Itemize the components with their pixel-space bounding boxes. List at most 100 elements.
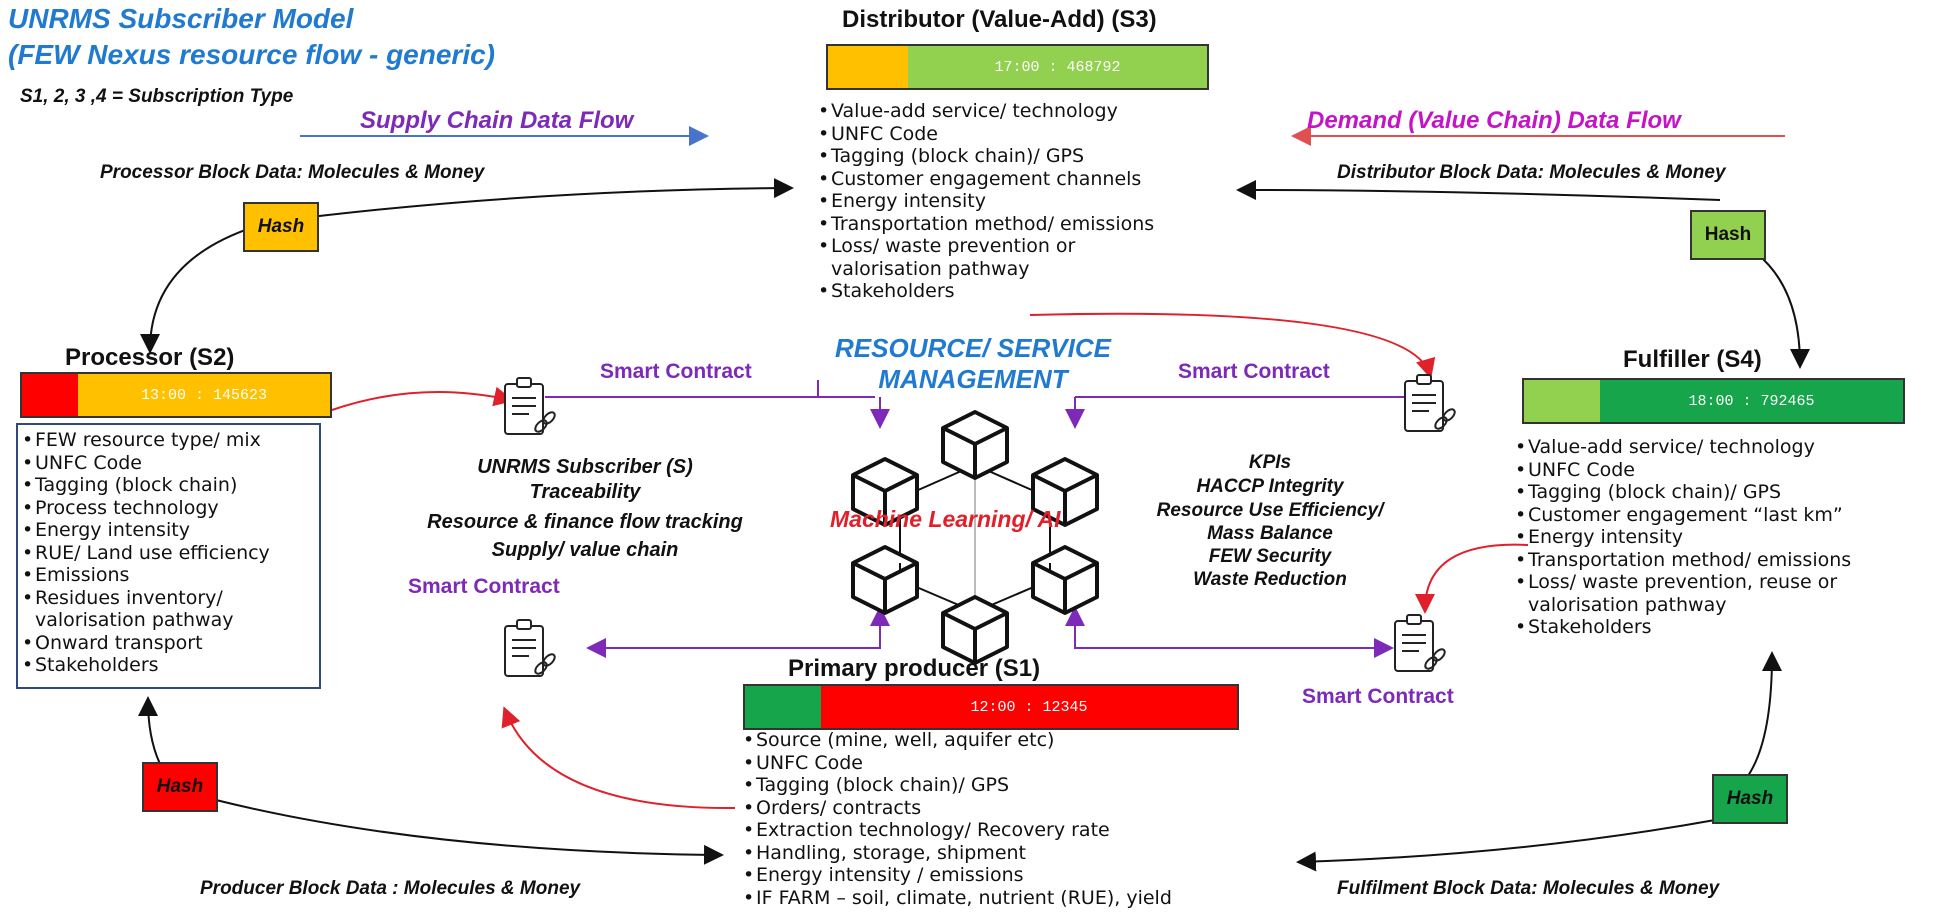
list-item: Energy intensity [1515,526,1851,549]
list-item: Handling, storage, shipment [743,842,1172,865]
fulfiller-status-bar: 18:00 : 792465 [1522,378,1905,424]
fulfilment-block-data: Fulfilment Block Data: Molecules & Money [1337,878,1720,899]
list-item: Stakeholders [22,654,315,677]
fulfiller-bar-value: 18:00 : 792465 [1600,380,1903,422]
distributor-attribute-list: Value-add service/ technology UNFC Code … [818,100,1154,303]
list-item: UNFC Code [1515,459,1851,482]
cube-bottom [941,595,1009,665]
list-item: UNFC Code [818,123,1154,146]
distributor-status-bar: 17:00 : 468792 [826,44,1209,90]
fulfiller-to-contract-red [1415,543,1529,614]
fulfilment-hash-tag: Hash [1712,774,1788,824]
distributor-bar-value: 17:00 : 468792 [908,46,1207,88]
center-title-line2: MANAGEMENT [878,364,1068,394]
sc-bottom-right-line [1074,638,1394,658]
smart-contract-icon-bottom-right [1394,614,1446,672]
sc-bottom-left-line [586,638,881,658]
list-item: Stakeholders [1515,616,1851,639]
kpis-title: KPIs [1248,452,1292,473]
fulfilment-block-curve [1296,819,1716,872]
producer-block-curve [177,789,724,865]
machine-learning-label: Machine Learning/ AI [830,506,1061,532]
list-item: Orders/ contracts [743,797,1172,820]
cube-lower-left [851,545,919,615]
subscriber-line: Supply/ value chain [491,539,679,561]
subscriber-title: UNRMS Subscriber (S) [477,456,693,478]
list-item: Transportation method/ emissions [818,213,1154,236]
distributor-block-data: Distributor Block Data: Molecules & Mone… [1337,162,1726,183]
list-item: Source (mine, well, aquifer etc) [743,729,1172,752]
subscriber-line: Resource & finance flow tracking [427,511,743,533]
list-item: Loss/ waste prevention or [818,235,1154,258]
fulfiller-header: Fulfiller (S4) [1623,346,1762,373]
list-item: Onward transport [22,632,315,655]
list-item: IF FARM – soil, climate, nutrient (RUE),… [743,887,1172,910]
cube-upper-right [1031,457,1099,527]
fulfilment-to-fulfiller-curve [1744,651,1782,781]
producer-attribute-list: Source (mine, well, aquifer etc) UNFC Co… [743,729,1172,909]
distributor-to-contract-red [1029,312,1436,379]
processor-block-data: Processor Block Data: Molecules & Money [100,162,485,183]
list-item: Customer engagement “last km” [1515,504,1851,527]
list-item: Stakeholders [818,280,1154,303]
distributor-block-curve [1236,180,1721,201]
list-item: Residues inventory/ [22,587,315,610]
center-title-line1: RESOURCE/ SERVICE [835,333,1111,363]
smart-contract-label-bottom-right: Smart Contract [1302,685,1454,708]
list-item: UNFC Code [743,752,1172,775]
list-item: Loss/ waste prevention, reuse or [1515,571,1851,594]
smart-contract-label-top-right: Smart Contract [1178,360,1330,383]
cube-lower-right [1031,545,1099,615]
kpi-item: HACCP Integrity [1196,476,1344,497]
processor-to-contract-red [331,386,514,411]
list-item-continuation: valorisation pathway [1528,593,1727,616]
fulfiller-bar-seg-a [1524,380,1600,422]
kpi-item: FEW Security [1208,546,1332,567]
blockchain-network-icon [899,464,1051,613]
demand-flow-label: Demand (Value Chain) Data Flow [1307,107,1681,134]
producer-status-bar: 12:00 : 12345 [743,684,1239,730]
fulfiller-attribute-list: Value-add service/ technology UNFC Code … [1515,436,1851,639]
diagram-title-line2: (FEW Nexus resource flow - generic) [8,39,495,70]
producer-bar-seg-a [745,686,821,728]
processor-bar-seg-a [22,374,78,416]
list-item: Value-add service/ technology [1515,436,1851,459]
list-item: Tagging (block chain)/ GPS [1515,481,1851,504]
producer-hash-tag: Hash [142,762,218,812]
distributor-bar-seg-a [828,46,908,88]
list-item: Process technology [22,497,315,520]
distributor-header: Distributor (Value-Add) (S3) [842,6,1157,33]
processor-header: Processor (S2) [65,344,235,371]
list-item: Tagging (block chain)/ GPS [818,145,1154,168]
smart-contract-icon-top-right [1404,374,1456,432]
list-item: Energy intensity [818,190,1154,213]
kpi-item: Waste Reduction [1193,569,1347,590]
processor-attribute-list: FEW resource type/ mix UNFC Code Tagging… [22,429,315,677]
list-item: Transportation method/ emissions [1515,549,1851,572]
list-item: Tagging (block chain)/ GPS [743,774,1172,797]
producer-header: Primary producer (S1) [788,655,1041,682]
list-item: Value-add service/ technology [818,100,1154,123]
distributor-hash-tag: Hash [1690,210,1766,260]
list-item: RUE/ Land use efficiency [22,542,315,565]
list-item-continuation: valorisation pathway [831,257,1030,280]
list-item: Energy intensity [22,519,315,542]
list-item: Extraction technology/ Recovery rate [743,819,1172,842]
cube-upper-left [851,457,919,527]
list-item: Energy intensity / emissions [743,864,1172,887]
kpi-item: Mass Balance [1207,523,1333,544]
processor-status-bar: 13:00 : 145623 [20,372,332,418]
producer-bar-value: 12:00 : 12345 [821,686,1237,728]
producer-block-data: Producer Block Data : Molecules & Money [200,878,581,899]
list-item: Tagging (block chain) [22,474,315,497]
list-item: Emissions [22,564,315,587]
processor-attribute-box: FEW resource type/ mix UNFC Code Tagging… [16,423,321,689]
processor-to-distributor-curve [269,178,794,223]
cube-top [941,410,1009,480]
supply-flow-label: Supply Chain Data Flow [360,107,634,134]
list-item: Customer engagement channels [818,168,1154,191]
smart-contract-icon-top-left [504,377,556,435]
list-item-continuation: valorisation pathway [35,609,234,631]
